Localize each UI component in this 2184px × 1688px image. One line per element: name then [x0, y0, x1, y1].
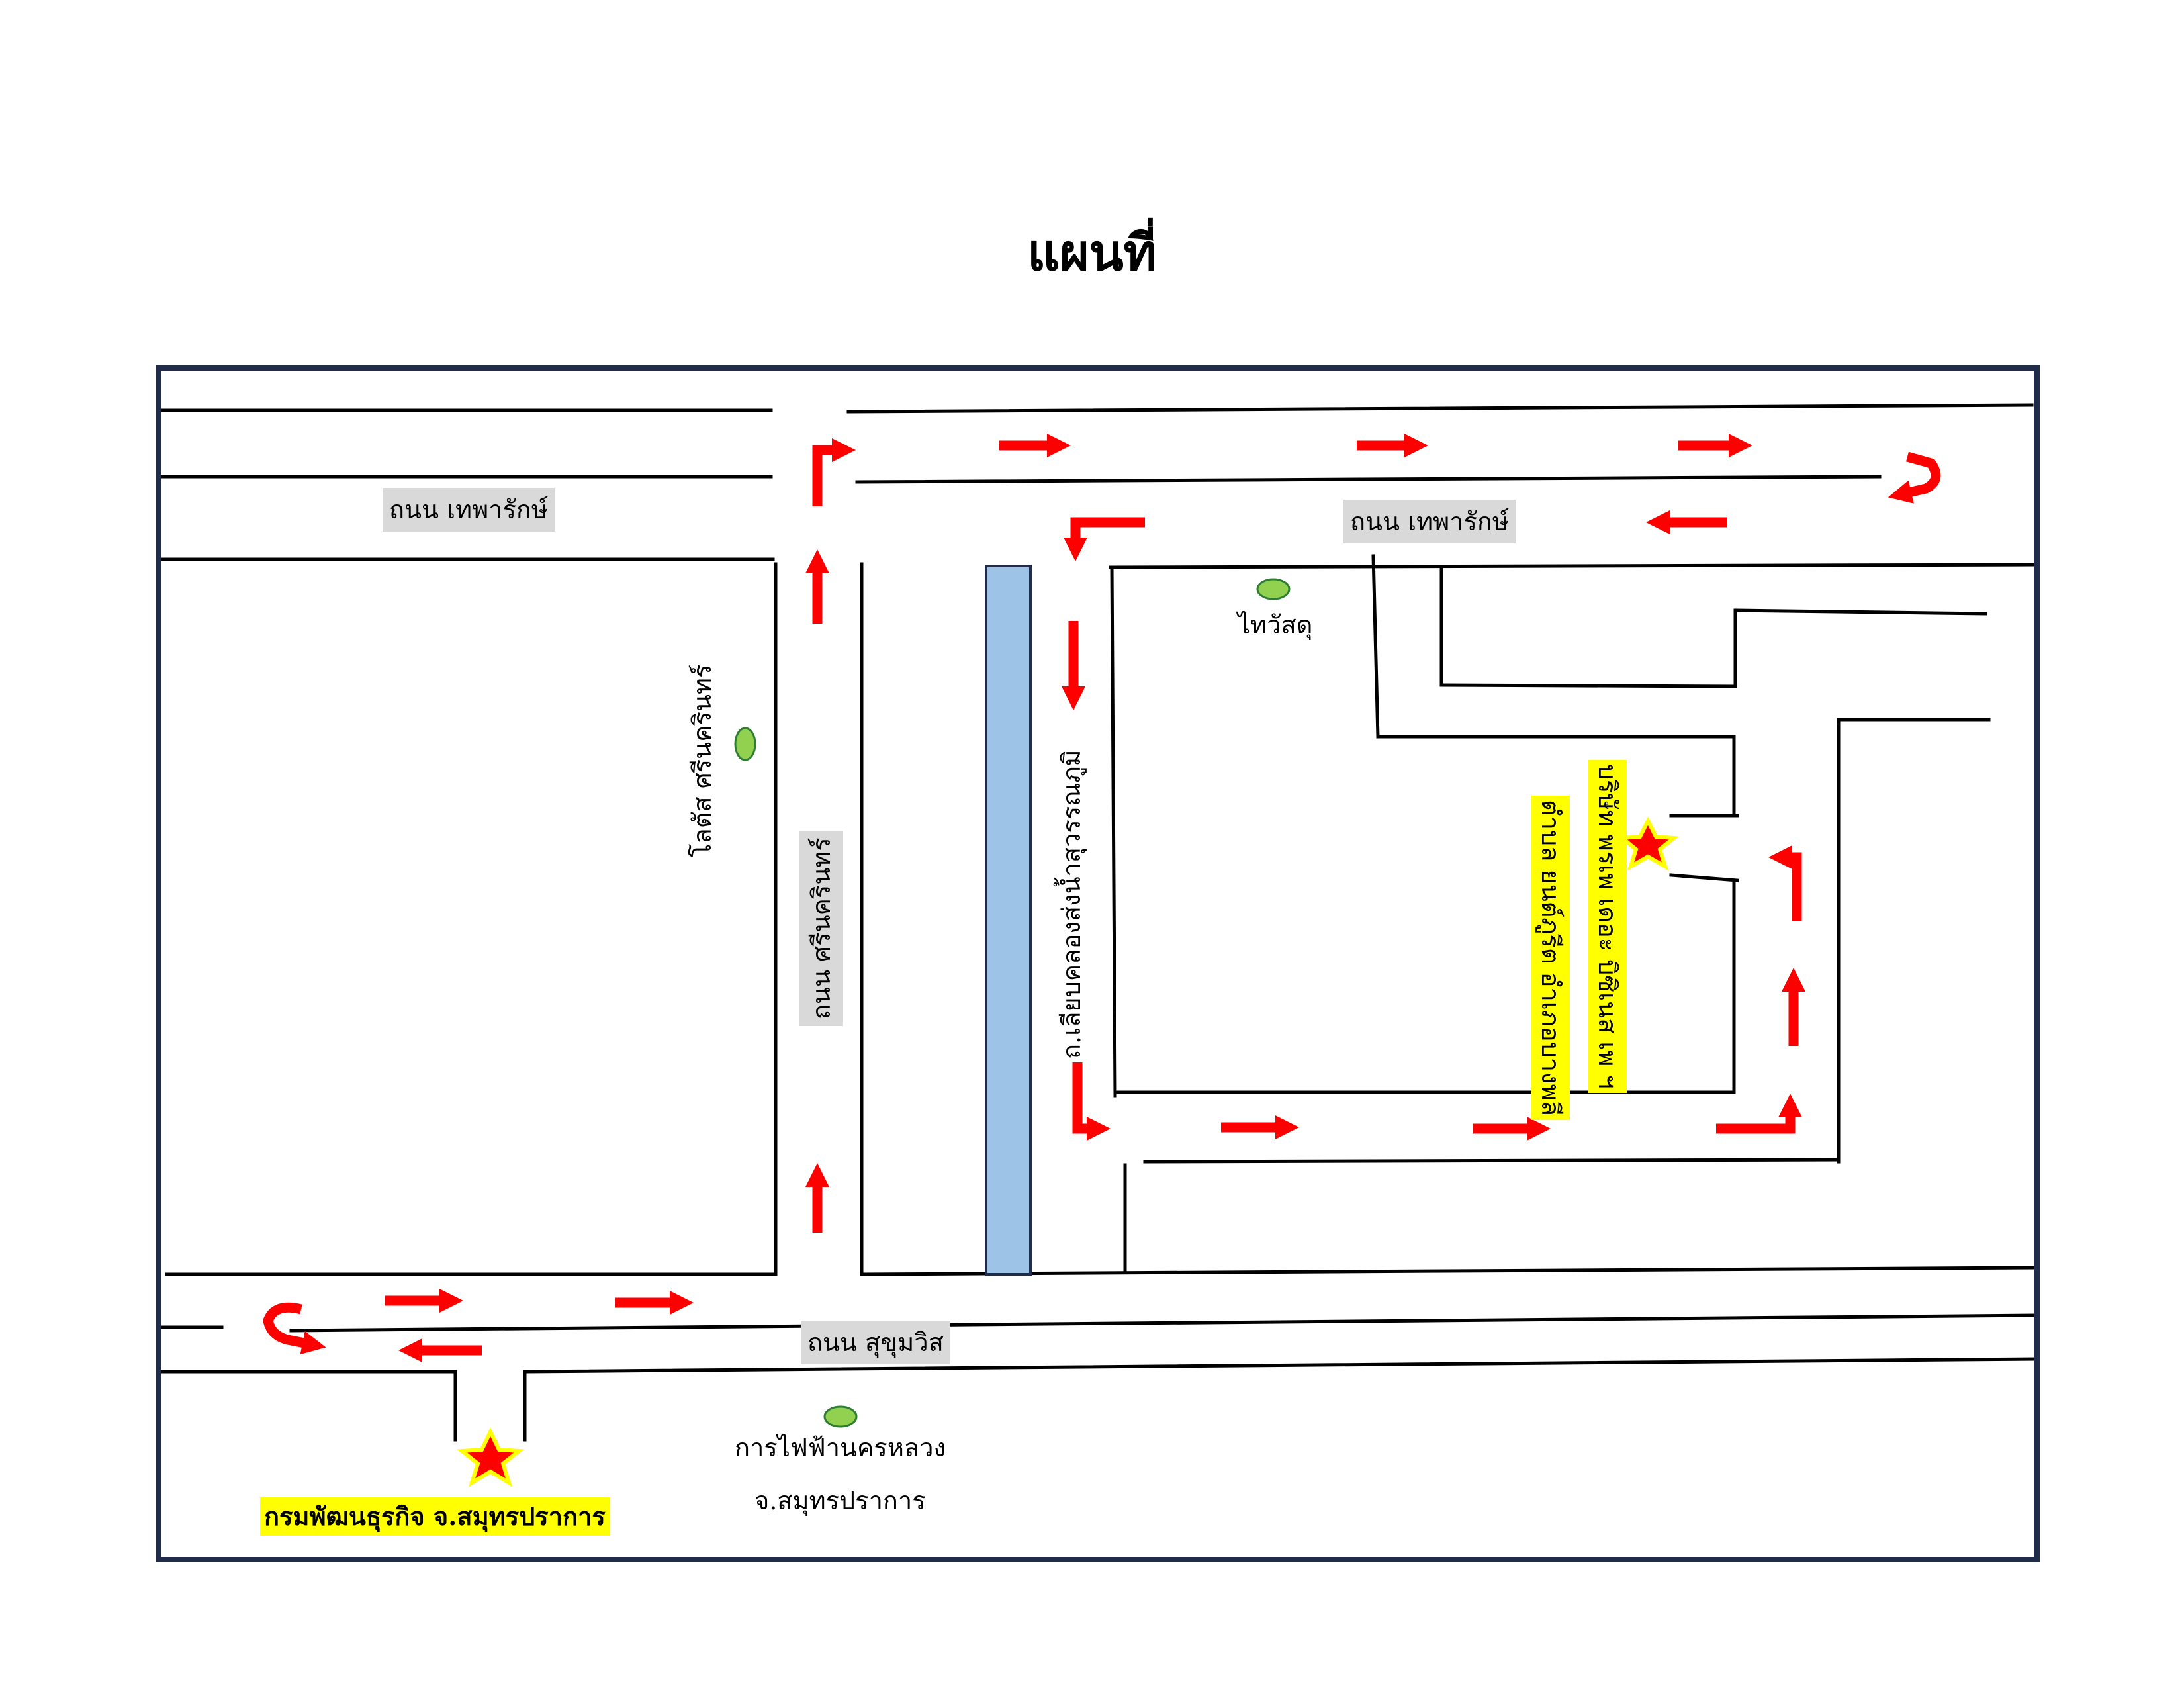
u-turn-arrow-icon	[1888, 451, 1941, 504]
pea-landmark-dot-icon	[823, 1405, 858, 1428]
arrow-icon	[1072, 1062, 1111, 1141]
canal	[985, 565, 1032, 1276]
arrow-icon	[1768, 845, 1802, 921]
route-arrows	[263, 434, 1941, 1362]
map-frame	[156, 365, 2040, 1562]
road-edge	[860, 1266, 2037, 1276]
road-edge	[1110, 565, 1117, 1098]
arrow-icon	[812, 438, 856, 506]
landmark-label-thaiwatsadu: ไทวัสดุ	[1238, 610, 1313, 639]
road-label-sukhumvit: ถนน สุขุมวิส	[801, 1321, 950, 1364]
landmark-label-pea-line2: จ.สมุทรปราการ	[754, 1486, 926, 1515]
u-turn-arrow-icon	[263, 1302, 326, 1355]
road-edge	[1109, 563, 2037, 569]
road-label-tepharak-left: ถนน เทพารักษ์	[383, 488, 555, 532]
road-edge	[1669, 873, 1739, 882]
road-edge	[846, 403, 2034, 414]
road-edge	[1733, 608, 1987, 616]
dbd-office-label: กรมพัฒนธุรกิจ จ.สมุทรปราการ	[260, 1497, 610, 1536]
page-title: แผนที่	[1027, 223, 1157, 282]
road-label-tepharak-right: ถนน เทพารักษ์	[1343, 500, 1516, 543]
dbd-star-icon	[457, 1427, 524, 1487]
company-label-line1: บริษัท พรเพ เดอะ บิซิเนส เพ ฯ	[1588, 760, 1627, 1093]
road-edge	[1143, 1158, 1841, 1164]
road-edge	[524, 1357, 2037, 1374]
road-lines	[160, 403, 2037, 1442]
landmark-label-lotus: โลตัส ศรีนครินทร์	[688, 664, 717, 857]
arrow-icon	[1716, 1094, 1802, 1134]
company-star-icon	[1617, 816, 1679, 871]
thaiwatsadu-landmark-dot-icon	[1256, 578, 1291, 600]
road-label-canal-road: ถ.เลียบคลองส่งน้ำสุวรรณภูมิ	[1057, 749, 1086, 1059]
road-edge	[1371, 554, 1380, 739]
road-edge	[1439, 683, 1737, 688]
lotus-landmark-dot-icon	[734, 727, 756, 761]
road-edge	[855, 475, 1882, 484]
road-edge	[289, 1313, 2037, 1333]
road-label-srinakarin: ถนน ศรีนครินทร์	[799, 831, 843, 1026]
company-label-line2: ตำบล ยนต์ภูรีต อำเภอบางพลี	[1531, 796, 1570, 1121]
arrow-icon	[1064, 517, 1145, 561]
landmark-label-pea-line1: การไฟฟ้านครหลวง	[735, 1433, 946, 1462]
